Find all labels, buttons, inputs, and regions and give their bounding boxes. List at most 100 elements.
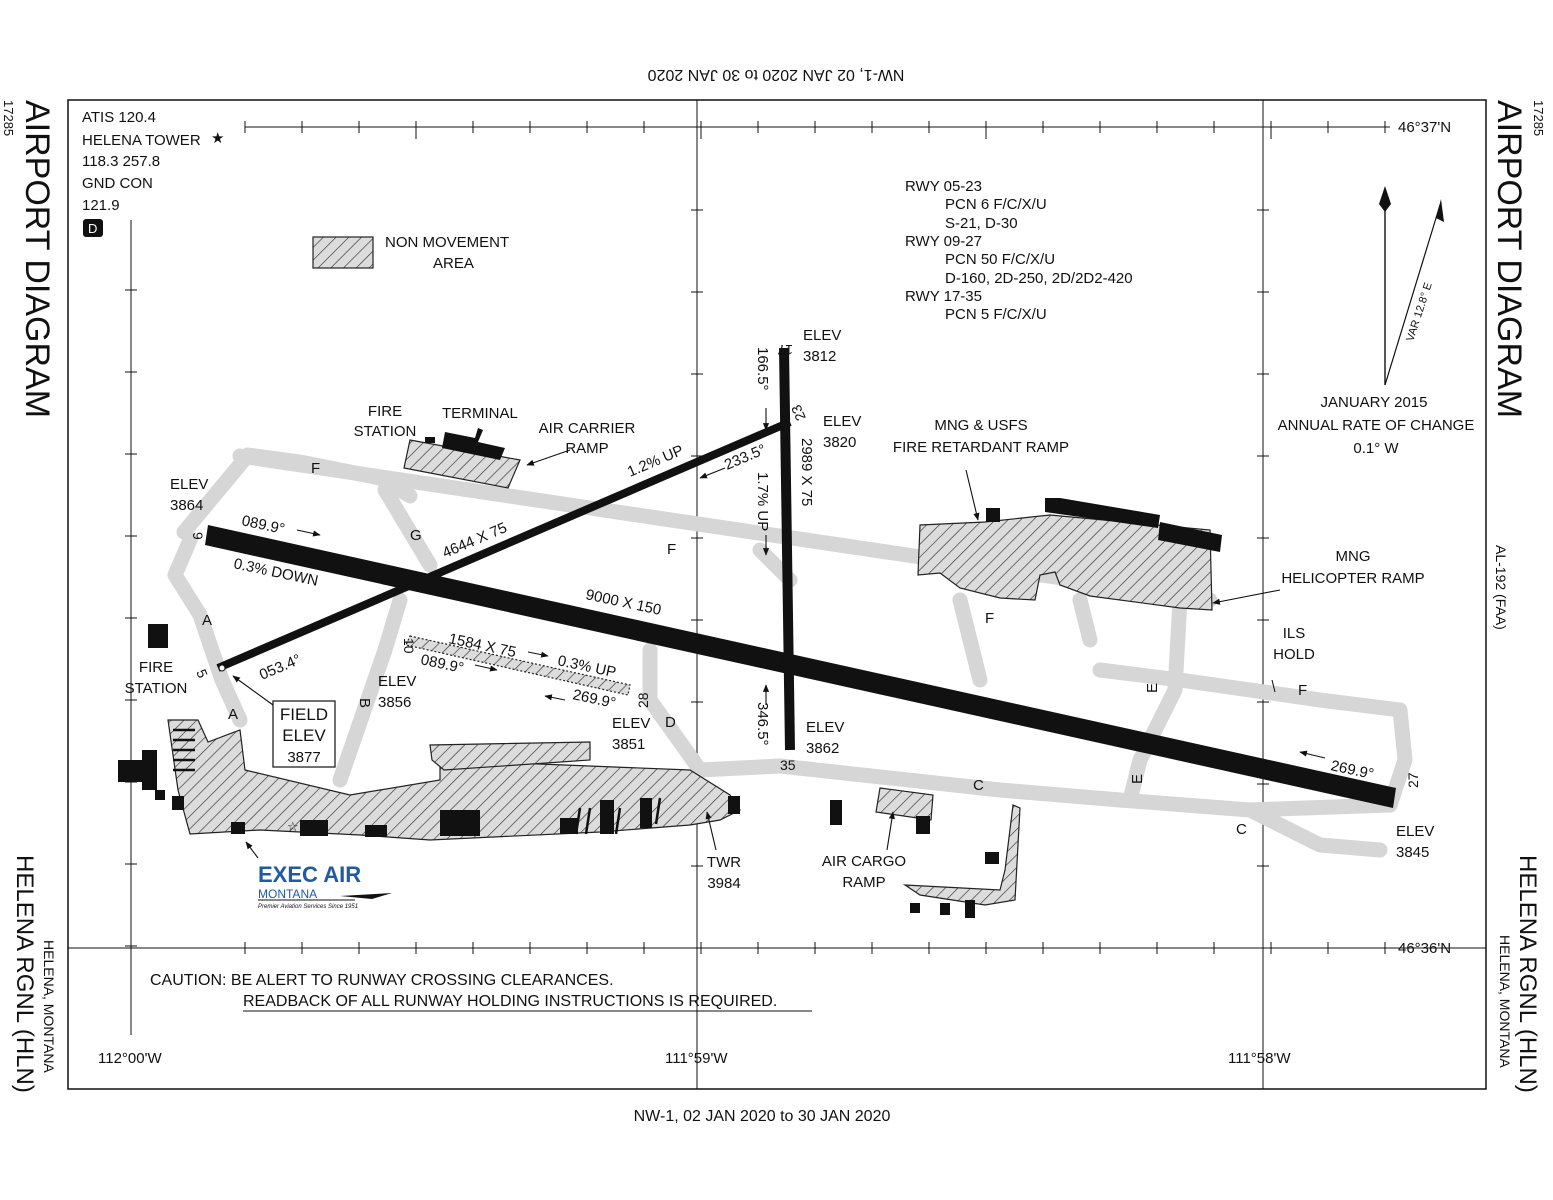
right-city: HELENA, MONTANA bbox=[1497, 935, 1513, 1068]
rate-line3: 0.1° W bbox=[1353, 440, 1399, 457]
terminal-label: TERMINAL bbox=[442, 405, 518, 422]
lat-bottom: 46°36'N bbox=[1398, 940, 1451, 957]
north-arrow bbox=[1379, 186, 1444, 386]
twr-label: TWR bbox=[707, 854, 741, 871]
taxiway-e-label: E bbox=[1129, 774, 1146, 784]
taxiway-c-label: C bbox=[1236, 821, 1247, 838]
twr-label: 3984 bbox=[707, 875, 740, 892]
taxiway-d-label: D bbox=[665, 714, 676, 731]
taxiway-f-label: F bbox=[667, 541, 676, 558]
mng-usfs-label: FIRE RETARDANT RAMP bbox=[893, 439, 1069, 456]
rwy-17-35-dim: 2989 X 75 bbox=[798, 438, 815, 506]
elev-value: 3864 bbox=[170, 497, 203, 514]
air-carrier-label: AIR CARRIER bbox=[539, 420, 636, 437]
rwy-23-label: 23 bbox=[788, 402, 809, 423]
hdg-3465: 346.5° bbox=[754, 702, 771, 746]
elev-label: ELEV bbox=[378, 673, 416, 690]
field-elev-box bbox=[272, 700, 336, 768]
rwy-27-label: 27 bbox=[1405, 772, 1421, 788]
elev-label: ELEV bbox=[806, 719, 844, 736]
non-movement-areas bbox=[167, 236, 1213, 906]
elev-label: ELEV bbox=[823, 413, 861, 430]
gnd-label: GND CON bbox=[82, 175, 153, 192]
pcn-line: RWY 17-35 bbox=[905, 288, 982, 305]
taxiway-f-label: F bbox=[985, 610, 994, 627]
fire-station-label: FIRE bbox=[368, 403, 402, 420]
al-reference: AL-192 (FAA) bbox=[1493, 545, 1509, 630]
fire-station-label: STATION bbox=[125, 680, 188, 697]
map-frame bbox=[67, 99, 1487, 1090]
elev-value: 3856 bbox=[378, 694, 411, 711]
beacon-star-icon: ☆ bbox=[287, 819, 299, 834]
taxiway-a-label: A bbox=[202, 612, 212, 629]
tower-label: HELENA TOWER bbox=[82, 132, 201, 149]
atis-freq: ATIS 120.4 bbox=[82, 109, 156, 126]
rwy-35-label: 35 bbox=[780, 757, 796, 773]
air-cargo-label: RAMP bbox=[842, 874, 885, 891]
gnd-freq: 121.9 bbox=[82, 197, 120, 214]
pcn-line: S-21, D-30 bbox=[945, 215, 1018, 232]
tower-freqs: 118.3 257.8 bbox=[82, 153, 160, 170]
var-label: VAR 12.8° E bbox=[1404, 281, 1434, 343]
air-carrier-label: RAMP bbox=[565, 440, 608, 457]
rwy-5-label: 5 bbox=[193, 667, 211, 681]
elev-value: 3851 bbox=[612, 736, 645, 753]
rate-line2: ANNUAL RATE OF CHANGE bbox=[1278, 417, 1475, 434]
mng-usfs-label: MNG & USFS bbox=[934, 417, 1027, 434]
pcn-line: D-160, 2D-250, 2D/2D2-420 bbox=[945, 270, 1133, 287]
rwy-10-label: 10 bbox=[401, 638, 417, 654]
ils-hold-label: HOLD bbox=[1273, 646, 1315, 663]
field-elev-label: ELEV bbox=[282, 726, 326, 745]
hdg-1665: 166.5° bbox=[754, 347, 771, 391]
taxiway-f-label: F bbox=[311, 460, 320, 477]
lon-right: 111°58'W bbox=[1228, 1050, 1291, 1067]
taxiway-e-label: E bbox=[1144, 683, 1161, 693]
legend-swatch bbox=[312, 236, 374, 269]
elev-value: 3812 bbox=[803, 348, 836, 365]
elev-value: 3862 bbox=[806, 740, 839, 757]
lon-mid: 111°59'W bbox=[665, 1050, 728, 1067]
runway-5-23 bbox=[216, 418, 792, 672]
grid-ticks bbox=[125, 121, 1386, 954]
tower-star-icon: ★ bbox=[211, 130, 224, 147]
d-badge-text: D bbox=[88, 221, 97, 236]
left-city: HELENA, MONTANA bbox=[41, 940, 57, 1073]
label-arrows bbox=[232, 408, 1326, 859]
elev-value: 3845 bbox=[1396, 844, 1429, 861]
exec-air-logo: EXEC AIR MONTANA Premier Aviation Servic… bbox=[258, 862, 392, 910]
elev-label: ELEV bbox=[803, 327, 841, 344]
rwy-28-label: 28 bbox=[635, 692, 651, 708]
legend-line1: NON MOVEMENT bbox=[385, 234, 509, 251]
header-effective-dates: NW-1, 02 JAN 2020 to 30 JAN 2020 bbox=[648, 66, 905, 83]
pcn-line: PCN 50 F/C/X/U bbox=[945, 251, 1055, 268]
plane-icon bbox=[340, 893, 392, 899]
taxiway-g-label: G bbox=[410, 527, 422, 544]
pcn-line: PCN 5 F/C/X/U bbox=[945, 306, 1047, 323]
hdg-0534: 053.4° bbox=[257, 651, 304, 684]
left-title: AIRPORT DIAGRAM bbox=[18, 100, 56, 418]
lat-top: 46°37'N bbox=[1398, 119, 1451, 136]
caution-line1: CAUTION: BE ALERT TO RUNWAY CROSSING CLE… bbox=[150, 972, 614, 989]
mng-heli-label: HELICOPTER RAMP bbox=[1281, 570, 1424, 587]
pcn-line: PCN 6 F/C/X/U bbox=[945, 196, 1047, 213]
right-airport-name: HELENA RGNL (HLN) bbox=[1514, 855, 1541, 1093]
runways bbox=[205, 347, 1396, 808]
elev-label: ELEV bbox=[612, 715, 650, 732]
rate-line1: JANUARY 2015 bbox=[1320, 394, 1427, 411]
pcn-line: RWY 05-23 bbox=[905, 178, 982, 195]
d-badge bbox=[83, 219, 103, 237]
rwy-9-label: 9 bbox=[190, 532, 206, 540]
exec-air-text: EXEC AIR bbox=[258, 862, 361, 887]
grid bbox=[68, 100, 1486, 1089]
grad-17up: 1.7% UP bbox=[754, 472, 771, 531]
buildings bbox=[118, 428, 1222, 918]
taxiway-b-label: B bbox=[356, 698, 373, 708]
air-cargo-label: AIR CARGO bbox=[822, 853, 906, 870]
field-elev-value: 3877 bbox=[287, 749, 320, 766]
taxiway-f-label: F bbox=[1298, 682, 1307, 699]
taxiway-a-label: A bbox=[228, 706, 238, 723]
footer-effective-dates: NW-1, 02 JAN 2020 to 30 JAN 2020 bbox=[634, 1108, 891, 1125]
lon-left: 112°00'W bbox=[98, 1050, 162, 1067]
fire-station-label: FIRE bbox=[139, 659, 173, 676]
